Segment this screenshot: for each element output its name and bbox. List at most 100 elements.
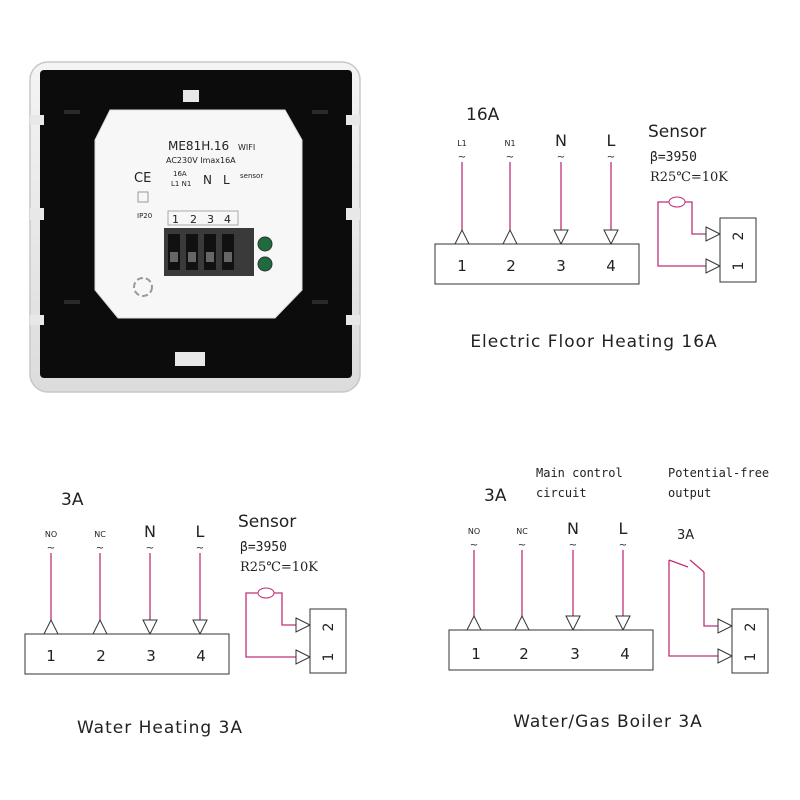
diagram2-sensor-arrows (295, 617, 312, 665)
diagram1-tildes: ~~~~ (458, 152, 615, 163)
device-terminal-3: 3 (207, 213, 214, 226)
reset-hole (133, 277, 153, 297)
diagram3-terminal-block (448, 629, 654, 671)
diagram2-arrows (43, 618, 208, 636)
svg-text:~: ~ (470, 540, 478, 551)
diagram3-num-3: 3 (570, 645, 580, 663)
svg-text:~: ~ (47, 543, 55, 554)
diagram-electric-floor-heating: 16A L1 N1 N L ~~~~ 1 2 3 4 Sensor β=3950… (434, 105, 757, 352)
svg-text:~: ~ (518, 540, 526, 551)
diagram2-sensor-beta: β=3950 (240, 540, 287, 555)
diagram3-label-3: N (567, 519, 579, 538)
diagram2-label-4: L (196, 522, 205, 541)
svg-text:~: ~ (607, 152, 615, 163)
diagram1-sensor-block (719, 217, 757, 283)
diagram3-num-4: 4 (620, 645, 630, 663)
diagram3-wires (473, 550, 624, 616)
device-terminal-sensor: sensor (240, 172, 263, 180)
device-terminal-1: 1 (172, 213, 179, 226)
diagram2-sensor-title: Sensor (238, 512, 296, 532)
device-terminal-l1n1: L1 N1 (171, 180, 191, 188)
device-terminal-number-box (167, 210, 239, 226)
diagram3-num-1: 1 (471, 645, 481, 663)
diagram2-wires (50, 553, 201, 620)
diagram3-main-control-2: circuit (536, 486, 587, 500)
diagram1-sensor-r25: R25℃=10K (650, 170, 728, 185)
device-model: ME81H.16 (168, 139, 229, 153)
diagram2-label-3: N (144, 522, 156, 541)
diagram2-label-1: NO (45, 530, 57, 539)
class2-icon (137, 191, 149, 203)
diagram2-num-4: 4 (196, 647, 206, 665)
diagram1-label-3: N (555, 131, 567, 150)
diagram3-output-pin-1: 1 (743, 653, 759, 662)
frame-notches (30, 90, 360, 366)
device-terminal-block (164, 228, 254, 276)
diagram3-arrows (466, 614, 631, 632)
diagram2-num-3: 3 (146, 647, 156, 665)
diagram1-num-4: 4 (606, 257, 616, 275)
sensor-port-bottom (257, 256, 273, 272)
diagram3-current: 3A (484, 486, 507, 506)
diagram1-num-1: 1 (457, 257, 467, 275)
diagram3-potential-free-1: Potential-free (668, 466, 769, 480)
diagram2-thermistor-icon (257, 587, 275, 599)
diagram1-sensor-title: Sensor (648, 122, 706, 142)
device-ip: IP20 (137, 212, 152, 220)
diagram1-arrows (454, 228, 619, 246)
svg-text:~: ~ (619, 540, 627, 551)
diagram1-caption: Electric Floor Heating 16A (470, 332, 717, 352)
diagram1-current: 16A (466, 105, 500, 125)
diagram1-label-1: L1 (457, 139, 467, 148)
diagram1-wires (461, 162, 612, 230)
device-ce: CE (134, 171, 151, 186)
diagram3-output-pin-2: 2 (743, 623, 759, 632)
diagram2-current: 3A (61, 490, 84, 510)
diagram1-label-2: N1 (504, 139, 515, 148)
diagram3-label-2: NC (516, 527, 528, 536)
diagram2-sensor-wires (245, 592, 296, 658)
diagram-water-heating: 3A NO NC N L ~~~~ 1 2 3 4 Sensor β=3950 … (24, 490, 347, 738)
diagram2-terminal-block (24, 633, 230, 675)
svg-text:~: ~ (96, 543, 104, 554)
diagram-water-gas-boiler: 3A Main control circuit Potential-free o… (448, 466, 769, 732)
device-terminal-2: 2 (190, 213, 197, 226)
svg-text:~: ~ (569, 540, 577, 551)
diagram3-relay-switch (668, 559, 718, 657)
sensor-port-top (257, 236, 273, 252)
diagram2-num-1: 1 (46, 647, 56, 665)
diagram1-sensor-pin-1: 1 (731, 262, 747, 271)
diagram3-output-arrows (717, 618, 734, 664)
device-terminal-16a: 16A (173, 170, 187, 178)
diagram1-sensor-beta: β=3950 (650, 150, 697, 165)
diagram1-sensor-pin-2: 2 (731, 232, 747, 241)
svg-text:~: ~ (506, 152, 514, 163)
device-terminal-l: L (223, 173, 230, 187)
diagram3-output-current: 3A (677, 528, 694, 543)
diagram1-num-2: 2 (506, 257, 516, 275)
device-terminal-4: 4 (224, 213, 231, 226)
svg-text:~: ~ (557, 152, 565, 163)
diagram1-label-4: L (607, 131, 616, 150)
diagram3-caption: Water/Gas Boiler 3A (513, 712, 703, 732)
device-terminal-n: N (203, 173, 212, 187)
diagram1-sensor-arrows (705, 226, 722, 274)
svg-text:~: ~ (146, 543, 154, 554)
vent-slots (64, 110, 328, 304)
diagram2-tildes: ~ ~ ~ ~ (47, 543, 204, 554)
diagram1-sensor-wires (657, 201, 706, 267)
diagram2-sensor-block (309, 608, 347, 674)
diagram3-potential-free-2: output (668, 486, 711, 500)
diagram1-thermistor-icon (668, 196, 686, 208)
device-rating: AC230V Imax16A (166, 156, 236, 165)
svg-text:~: ~ (196, 543, 204, 554)
diagram3-label-1: NO (468, 527, 480, 536)
diagram2-num-2: 2 (96, 647, 106, 665)
diagram2-sensor-pin-1: 1 (321, 653, 337, 662)
diagram2-sensor-r25: R25℃=10K (240, 560, 318, 575)
diagram2-caption: Water Heating 3A (77, 718, 243, 738)
diagram2-label-2: NC (94, 530, 106, 539)
diagram3-tildes: ~ ~ ~ ~ (470, 540, 627, 551)
diagram3-output-block (731, 608, 769, 674)
diagram1-terminal-block (434, 243, 640, 285)
